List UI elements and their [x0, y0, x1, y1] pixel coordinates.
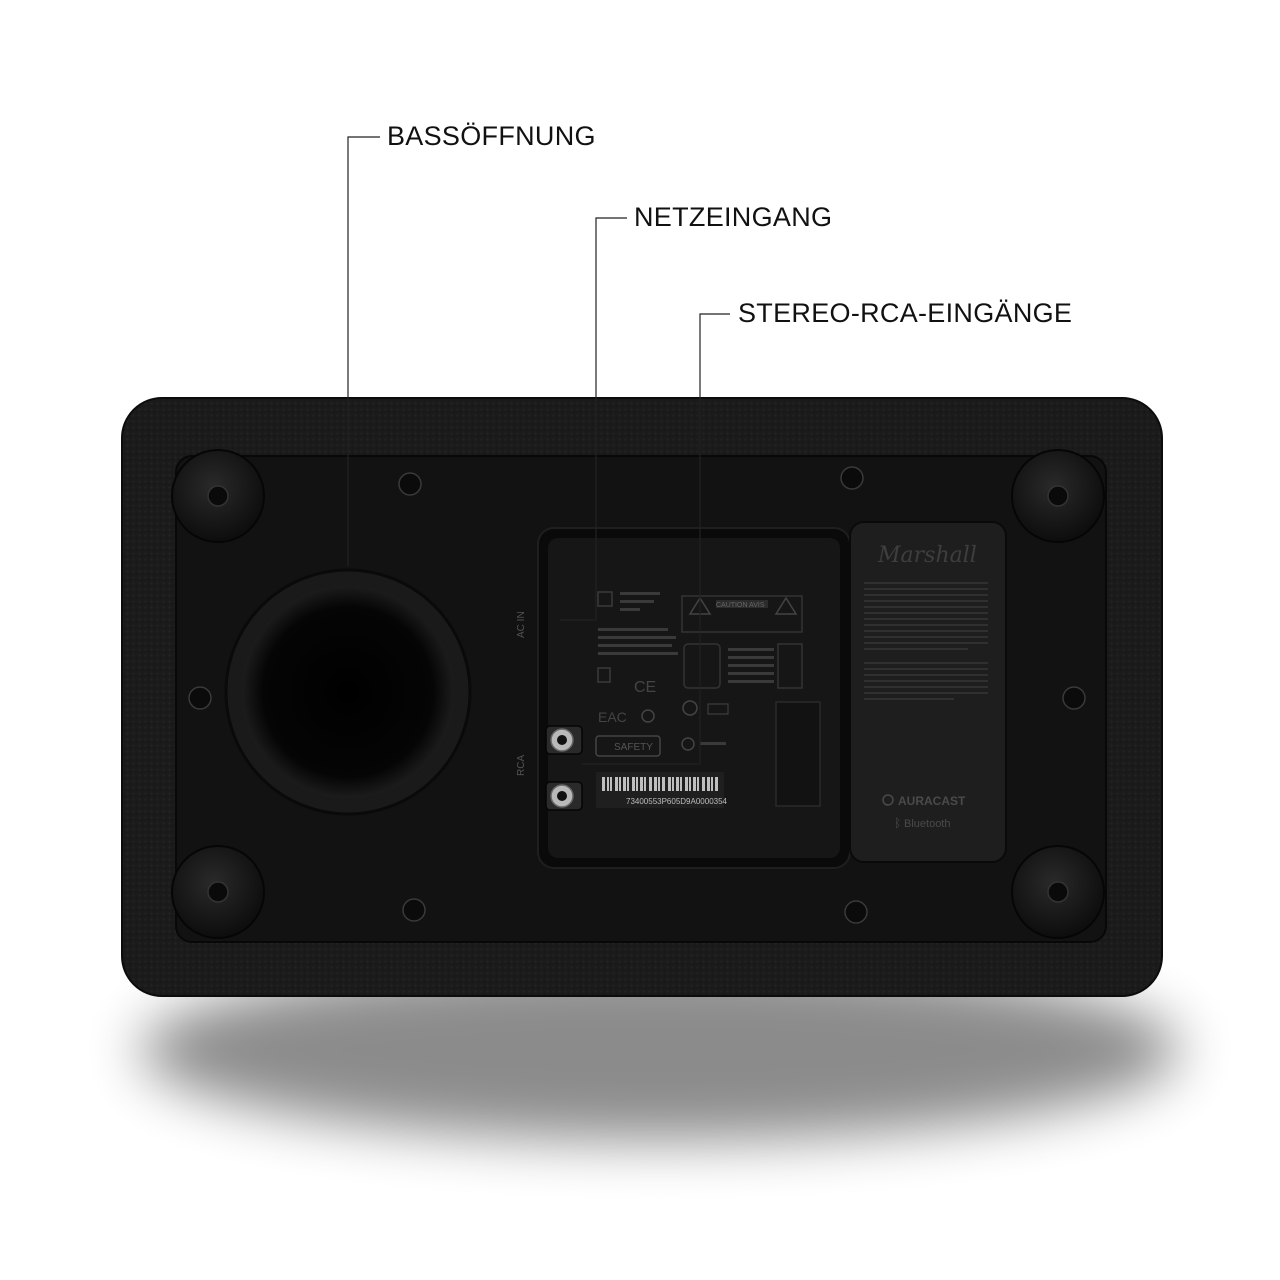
rca-jacks — [545, 725, 583, 811]
plate-fine-print — [864, 582, 988, 700]
screws — [188, 466, 1086, 924]
barcode-number: 73400553P605D9A0000354 — [626, 797, 728, 806]
connector-plate — [548, 538, 840, 858]
auracast-label: AURACAST — [898, 794, 966, 808]
svg-text:CE: CE — [634, 679, 656, 696]
bass-port-callout: BASSÖFFNUNG — [387, 121, 596, 151]
rca-label: RCA — [516, 755, 527, 776]
barcode-sticker: 73400553P605D9A0000354 — [596, 772, 728, 808]
ac-in-label: AC IN — [516, 611, 527, 638]
brand-logo: Marshall — [877, 543, 977, 568]
power-input-callout: NETZEINGANG — [634, 202, 833, 232]
bluetooth-icon: ᛒ — [894, 816, 901, 830]
bass-port — [224, 568, 472, 816]
svg-text:EAC: EAC — [598, 709, 627, 725]
auracast-icon — [882, 794, 894, 806]
caution-label: CAUTION AVIS — [716, 602, 765, 609]
callout-lines — [347, 136, 730, 765]
bluetooth-label: Bluetooth — [904, 818, 950, 830]
corner-feet — [171, 449, 1105, 939]
drop-shadow — [140, 960, 1180, 1140]
regulatory-print: CE EAC SAFETY — [595, 591, 821, 807]
safety-mark: SAFETY — [614, 742, 653, 753]
rca-inputs-callout: STEREO-RCA-EINGÄNGE — [738, 298, 1073, 328]
